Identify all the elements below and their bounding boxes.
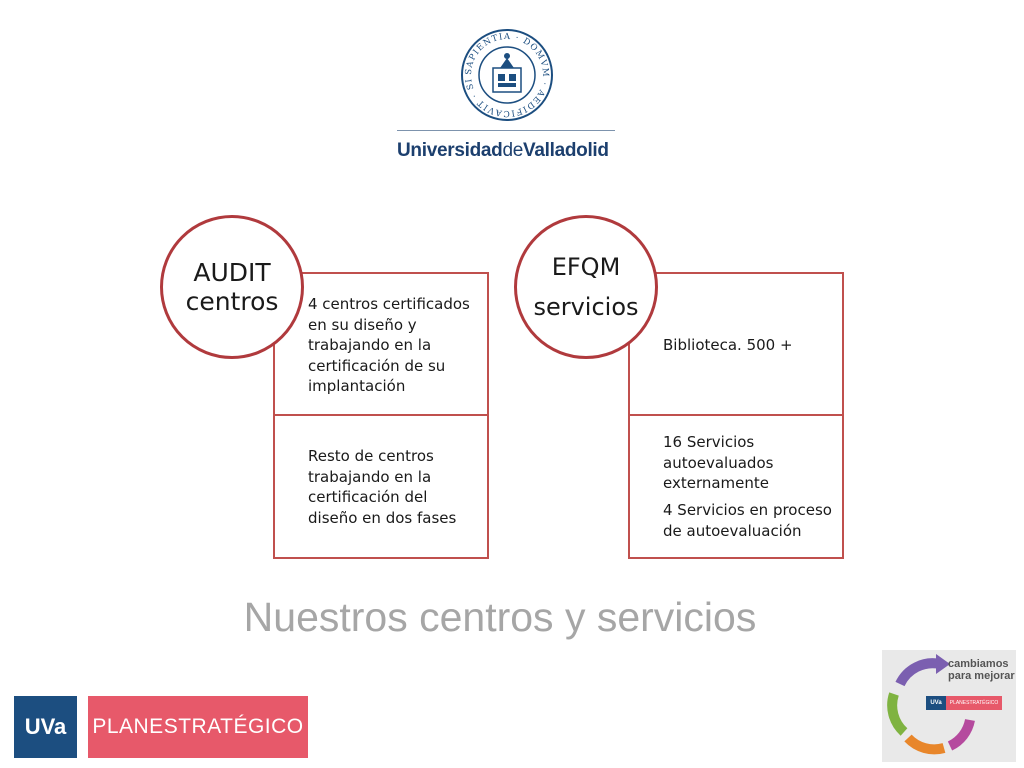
- audit-bottom-cell: Resto de centros trabajando en la certif…: [275, 416, 487, 557]
- university-name-part3: Valladolid: [523, 140, 609, 161]
- mini-uva-logo: UVa: [926, 696, 946, 710]
- university-name-part2: de: [502, 140, 524, 161]
- university-seal-logo: SAPIENTIA · DOMVM · AEDIFICAVIT · SIBI: [456, 21, 554, 122]
- uva-logo: UVa: [14, 696, 77, 758]
- audit-bottom-text: Resto de centros trabajando en la certif…: [308, 447, 457, 527]
- efqm-panel: Biblioteca. 500 + 16 Servicios autoevalu…: [628, 272, 844, 559]
- audit-circle: AUDIT centros: [160, 215, 304, 359]
- audit-circle-line1: AUDIT: [193, 258, 271, 287]
- efqm-circle-line2: servicios: [533, 293, 639, 321]
- cambiamos-line1: cambiamos: [948, 658, 1009, 670]
- plan-estrategico-logo: PLANESTRATÉGICO: [88, 696, 308, 758]
- header-divider: [397, 130, 615, 131]
- audit-circle-line2: centros: [185, 287, 279, 316]
- efqm-bottom-cell: 16 Servicios autoevaluados externamente …: [630, 416, 842, 557]
- efqm-bottom-text-2: 4 Servicios en proceso de autoevaluación: [663, 501, 832, 540]
- slide-title: Nuestros centros y servicios: [243, 594, 757, 640]
- audit-top-cell: 4 centros certificados en su diseño y tr…: [275, 274, 487, 416]
- seal-icon: SAPIENTIA · DOMVM · AEDIFICAVIT · SIBI: [456, 21, 553, 121]
- cambiamos-para-mejorar-logo: cambiamos para mejorar UVa PLANESTRATÉGI…: [882, 650, 1016, 762]
- efqm-bottom-text-1: 16 Servicios autoevaluados externamente: [663, 433, 774, 492]
- university-name: UniversidaddeValladolid: [397, 140, 657, 162]
- efqm-circle-line1: EFQM: [551, 253, 621, 281]
- cambiamos-text: cambiamos para mejorar: [948, 658, 1016, 682]
- university-name-part1: Universidad: [397, 140, 503, 161]
- cycle-arrows-icon: [887, 654, 975, 755]
- cambiamos-line2: para mejorar: [948, 670, 1015, 682]
- audit-top-text: 4 centros certificados en su diseño y tr…: [308, 295, 470, 395]
- efqm-top-text: Biblioteca. 500 +: [663, 336, 793, 354]
- mini-plan-logo: PLANESTRATÉGICO: [946, 696, 1002, 710]
- efqm-top-cell: Biblioteca. 500 +: [630, 274, 842, 416]
- efqm-circle: EFQM servicios: [514, 215, 658, 359]
- audit-panel: 4 centros certificados en su diseño y tr…: [273, 272, 489, 559]
